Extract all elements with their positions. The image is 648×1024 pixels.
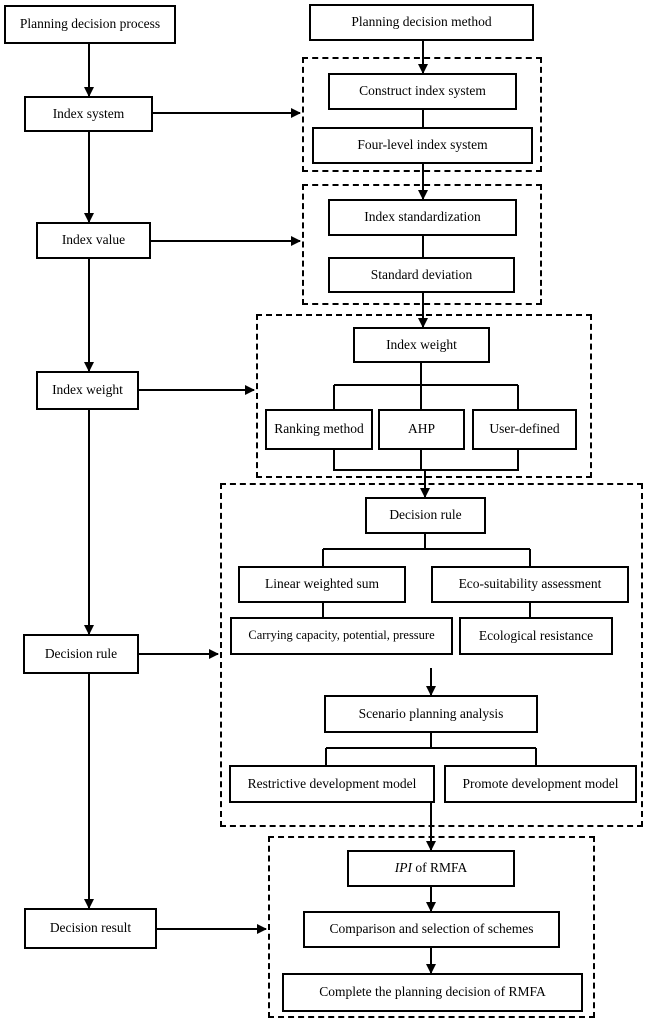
index-system-box: Index system [24,96,153,132]
eco-suitability-assessment-box: Eco-suitability assessment [431,566,629,603]
carrying-capacity-box: Carrying capacity, potential, pressure [230,617,453,655]
decision-result-box: Decision result [24,908,157,949]
group-index-weight [256,314,592,478]
user-defined-box: User-defined [472,409,577,450]
complete-planning-decision-box: Complete the planning decision of RMFA [282,973,583,1012]
four-level-index-system-box: Four-level index system [312,127,533,164]
decision-rule-box: Decision rule [23,634,139,674]
index-standardization-box: Index standardization [328,199,517,236]
tree-index-weight-branches [333,363,519,409]
tree-decision-rule-branches [322,534,531,566]
comparison-selection-box: Comparison and selection of schemes [303,911,560,948]
ahp-box: AHP [378,409,465,450]
linear-weighted-sum-box: Linear weighted sum [238,566,406,603]
index-value-box: Index value [36,222,151,259]
index-weight-box: Index weight [36,371,139,410]
ipi-abbreviation: IPI [394,860,412,876]
ipi-of-rmfa-box: IPI of RMFA [347,850,515,887]
scenario-planning-analysis-box: Scenario planning analysis [324,695,538,733]
group-index-value [302,184,542,305]
group-decision-result [268,836,595,1018]
ipi-suffix: of RMFA [411,860,468,876]
standard-deviation-box: Standard deviation [328,257,515,293]
decision-rule-method-box: Decision rule [365,497,486,534]
restrictive-development-model-box: Restrictive development model [229,765,435,803]
construct-index-system-box: Construct index system [328,73,517,110]
tree-scenario-branches [325,733,537,765]
ranking-method-box: Ranking method [265,409,373,450]
promote-development-model-box: Promote development model [444,765,637,803]
group-index-system [302,57,542,172]
planning-decision-process-box: Planning decision process [4,5,176,44]
group-decision-rule [220,483,643,827]
index-weight-method-box: Index weight [353,327,490,363]
ecological-resistance-box: Ecological resistance [459,617,613,655]
planning-decision-method-box: Planning decision method [309,4,534,41]
